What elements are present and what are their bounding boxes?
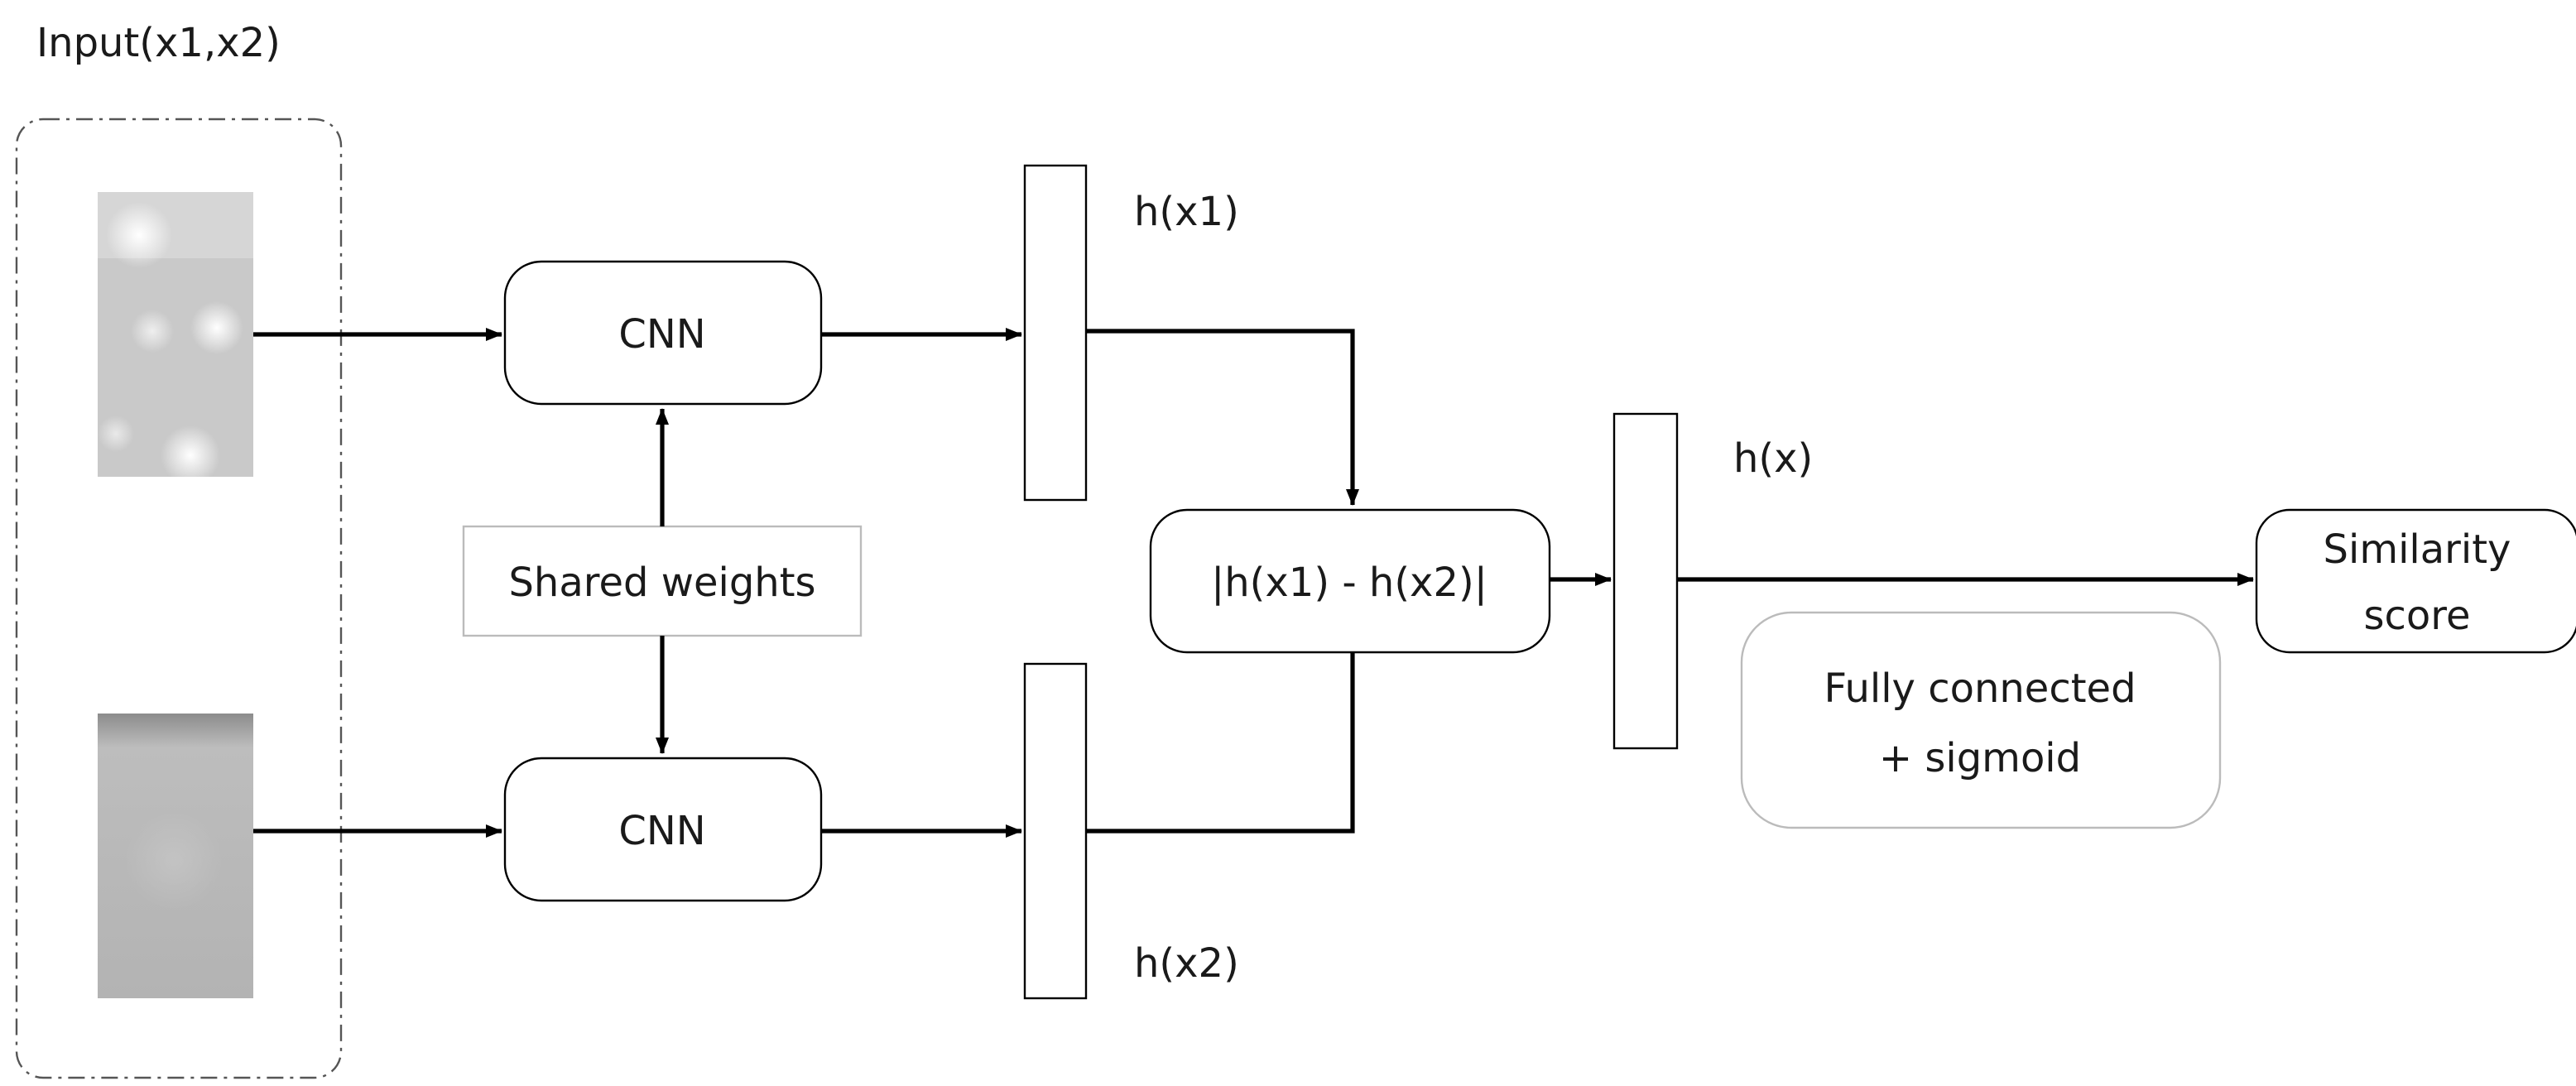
arrow-hx2-to-distance: [1086, 608, 1359, 834]
input-group-box: [15, 118, 343, 1079]
arrow-hx1-to-distance: [1086, 329, 1359, 506]
distance-label: |h(x1) - h(x2)|: [1211, 560, 1487, 606]
fully-connected-line2: + sigmoid: [1879, 735, 2081, 781]
input-image-x1: [98, 192, 253, 485]
hx1-label: h(x1): [1134, 189, 1239, 235]
feature-vector-hx1: [1023, 164, 1088, 502]
distance-block: |h(x1) - h(x2)|: [1149, 508, 1551, 654]
shared-weights-label: Shared weights: [508, 560, 815, 606]
fully-connected-line1: Fully connected: [1824, 666, 2136, 712]
input-image-x2: [98, 714, 253, 998]
cnn-bottom-label: CNN: [618, 808, 705, 854]
similarity-line2: score: [2364, 593, 2471, 639]
cnn-bottom-block: CNN: [503, 757, 823, 902]
cnn-top-block: CNN: [503, 260, 823, 406]
shared-weights-block: Shared weights: [462, 525, 863, 637]
feature-vector-hx2: [1023, 662, 1088, 1000]
similarity-line1: Similarity: [2324, 526, 2511, 573]
hx-label: h(x): [1733, 435, 1813, 482]
feature-vector-hx: [1612, 412, 1679, 750]
similarity-score-block: Similarity score: [2255, 508, 2576, 654]
fully-connected-block: Fully connected + sigmoid: [1740, 611, 2222, 829]
cnn-top-label: CNN: [618, 311, 705, 358]
hx2-label: h(x2): [1134, 940, 1239, 987]
input-label: Input(x1,x2): [36, 20, 281, 66]
